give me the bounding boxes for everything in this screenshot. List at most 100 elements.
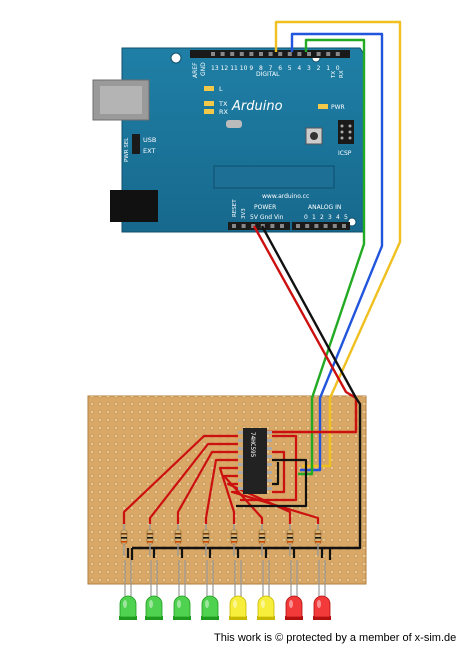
analog-pin — [342, 224, 346, 228]
led-highlight — [205, 600, 209, 608]
red-link-wire — [240, 434, 298, 502]
resistor-band — [259, 533, 265, 535]
led-l — [204, 86, 214, 91]
power-pin — [241, 224, 246, 228]
power-pin — [270, 224, 275, 228]
led-row — [119, 560, 331, 620]
digital-pin-label: 0 — [336, 65, 340, 72]
led-tx — [204, 101, 214, 106]
led-rim — [285, 616, 303, 620]
led-tx-label: TX — [218, 100, 228, 108]
green-led — [145, 595, 163, 618]
usb-label: USB — [143, 136, 156, 144]
resistor-band — [121, 541, 127, 543]
resistor-band — [315, 533, 321, 535]
digital-pin-label: 1 — [326, 65, 330, 72]
shift-register-chip: 74HC595 — [238, 428, 272, 494]
chip-ground-wire — [272, 462, 280, 486]
digital-pin — [287, 52, 292, 56]
board-wiring — [122, 434, 332, 560]
chip-pin — [267, 447, 272, 450]
resistor-band — [315, 541, 321, 543]
resistor-band — [147, 541, 153, 543]
copyright-notice: This work is © protected by a member of … — [214, 632, 457, 644]
resistor-band — [287, 541, 293, 543]
digital-pin-label: 12 — [221, 65, 229, 72]
digital-pin-label: 3 — [307, 65, 311, 72]
green-led — [201, 595, 219, 618]
analog-pin — [323, 224, 328, 228]
led-rim — [201, 616, 219, 620]
led-pwr — [318, 104, 328, 109]
led-rim — [313, 616, 331, 620]
signal-wires — [132, 20, 402, 550]
led-rim — [119, 616, 137, 620]
mcu-chip — [213, 165, 335, 189]
power-pin — [280, 224, 284, 228]
resistor-band — [231, 533, 237, 535]
tx-pin-label: TX — [331, 71, 337, 79]
blue-wire — [290, 32, 384, 472]
yellow-led — [229, 595, 247, 618]
led-rim — [173, 616, 191, 620]
pwr-sel-label: PWR SEL — [124, 137, 130, 162]
digital-pin — [326, 52, 331, 56]
analog-pin-label: 0 — [304, 214, 308, 221]
resistor-band — [259, 537, 265, 539]
resistor-band — [203, 533, 209, 535]
power-pin — [232, 224, 236, 228]
resistor-band — [147, 537, 153, 539]
reset-label: RESET — [232, 199, 238, 217]
analog-pin-label: 5 — [344, 214, 348, 221]
analog-pin-label: 3 — [328, 214, 332, 221]
led-signal-wire — [218, 466, 238, 524]
digital-pin — [220, 52, 225, 56]
resistor-band — [287, 537, 293, 539]
chip-pin — [238, 439, 243, 442]
gnd-label: GND — [200, 62, 207, 76]
digital-pin — [259, 52, 263, 56]
analog-pin-label: 4 — [336, 214, 340, 221]
chip-pin — [267, 471, 272, 474]
analog-header — [292, 222, 350, 230]
digital-pin-label: 9 — [249, 65, 253, 72]
aref-label: AREF — [192, 62, 199, 78]
led-rim — [145, 616, 163, 620]
power-pins-label: 5V Gnd Vin — [250, 214, 284, 221]
chip-pin — [238, 455, 243, 458]
brand-logo: Arduino — [231, 99, 283, 114]
pwr-sel-jumper — [132, 134, 140, 154]
ground-wire-black — [132, 225, 362, 550]
led-signal-wire — [122, 434, 238, 524]
resistor-band — [231, 541, 237, 543]
icsp-header — [338, 120, 354, 144]
digital-pin-label: 2 — [317, 65, 321, 72]
resistor-band — [203, 541, 209, 543]
rx-pin-label: RX — [339, 70, 345, 78]
led-highlight — [261, 600, 265, 608]
chip-pin — [267, 439, 272, 442]
digital-pin — [268, 52, 273, 56]
led-signal-wire — [226, 482, 292, 524]
digital-pin — [335, 52, 340, 56]
resistor-band — [203, 537, 209, 539]
led-highlight — [233, 600, 237, 608]
analog-pin — [314, 224, 319, 228]
led-signal-wire — [204, 458, 238, 524]
resistor-band — [147, 533, 153, 535]
digital-pin — [239, 52, 244, 56]
analog-pin — [305, 224, 310, 228]
led-rim — [257, 616, 275, 620]
led-highlight — [289, 600, 293, 608]
analog-pin — [332, 224, 337, 228]
digital-pin — [297, 52, 302, 56]
url-label: www.arduino.cc — [262, 193, 309, 200]
red-link-wire — [272, 450, 286, 494]
power-header — [228, 222, 290, 230]
led-rim — [229, 616, 247, 620]
chip-pin — [238, 431, 243, 434]
chip-pin — [267, 455, 272, 458]
led-highlight — [317, 600, 321, 608]
ground-bus — [130, 548, 332, 560]
